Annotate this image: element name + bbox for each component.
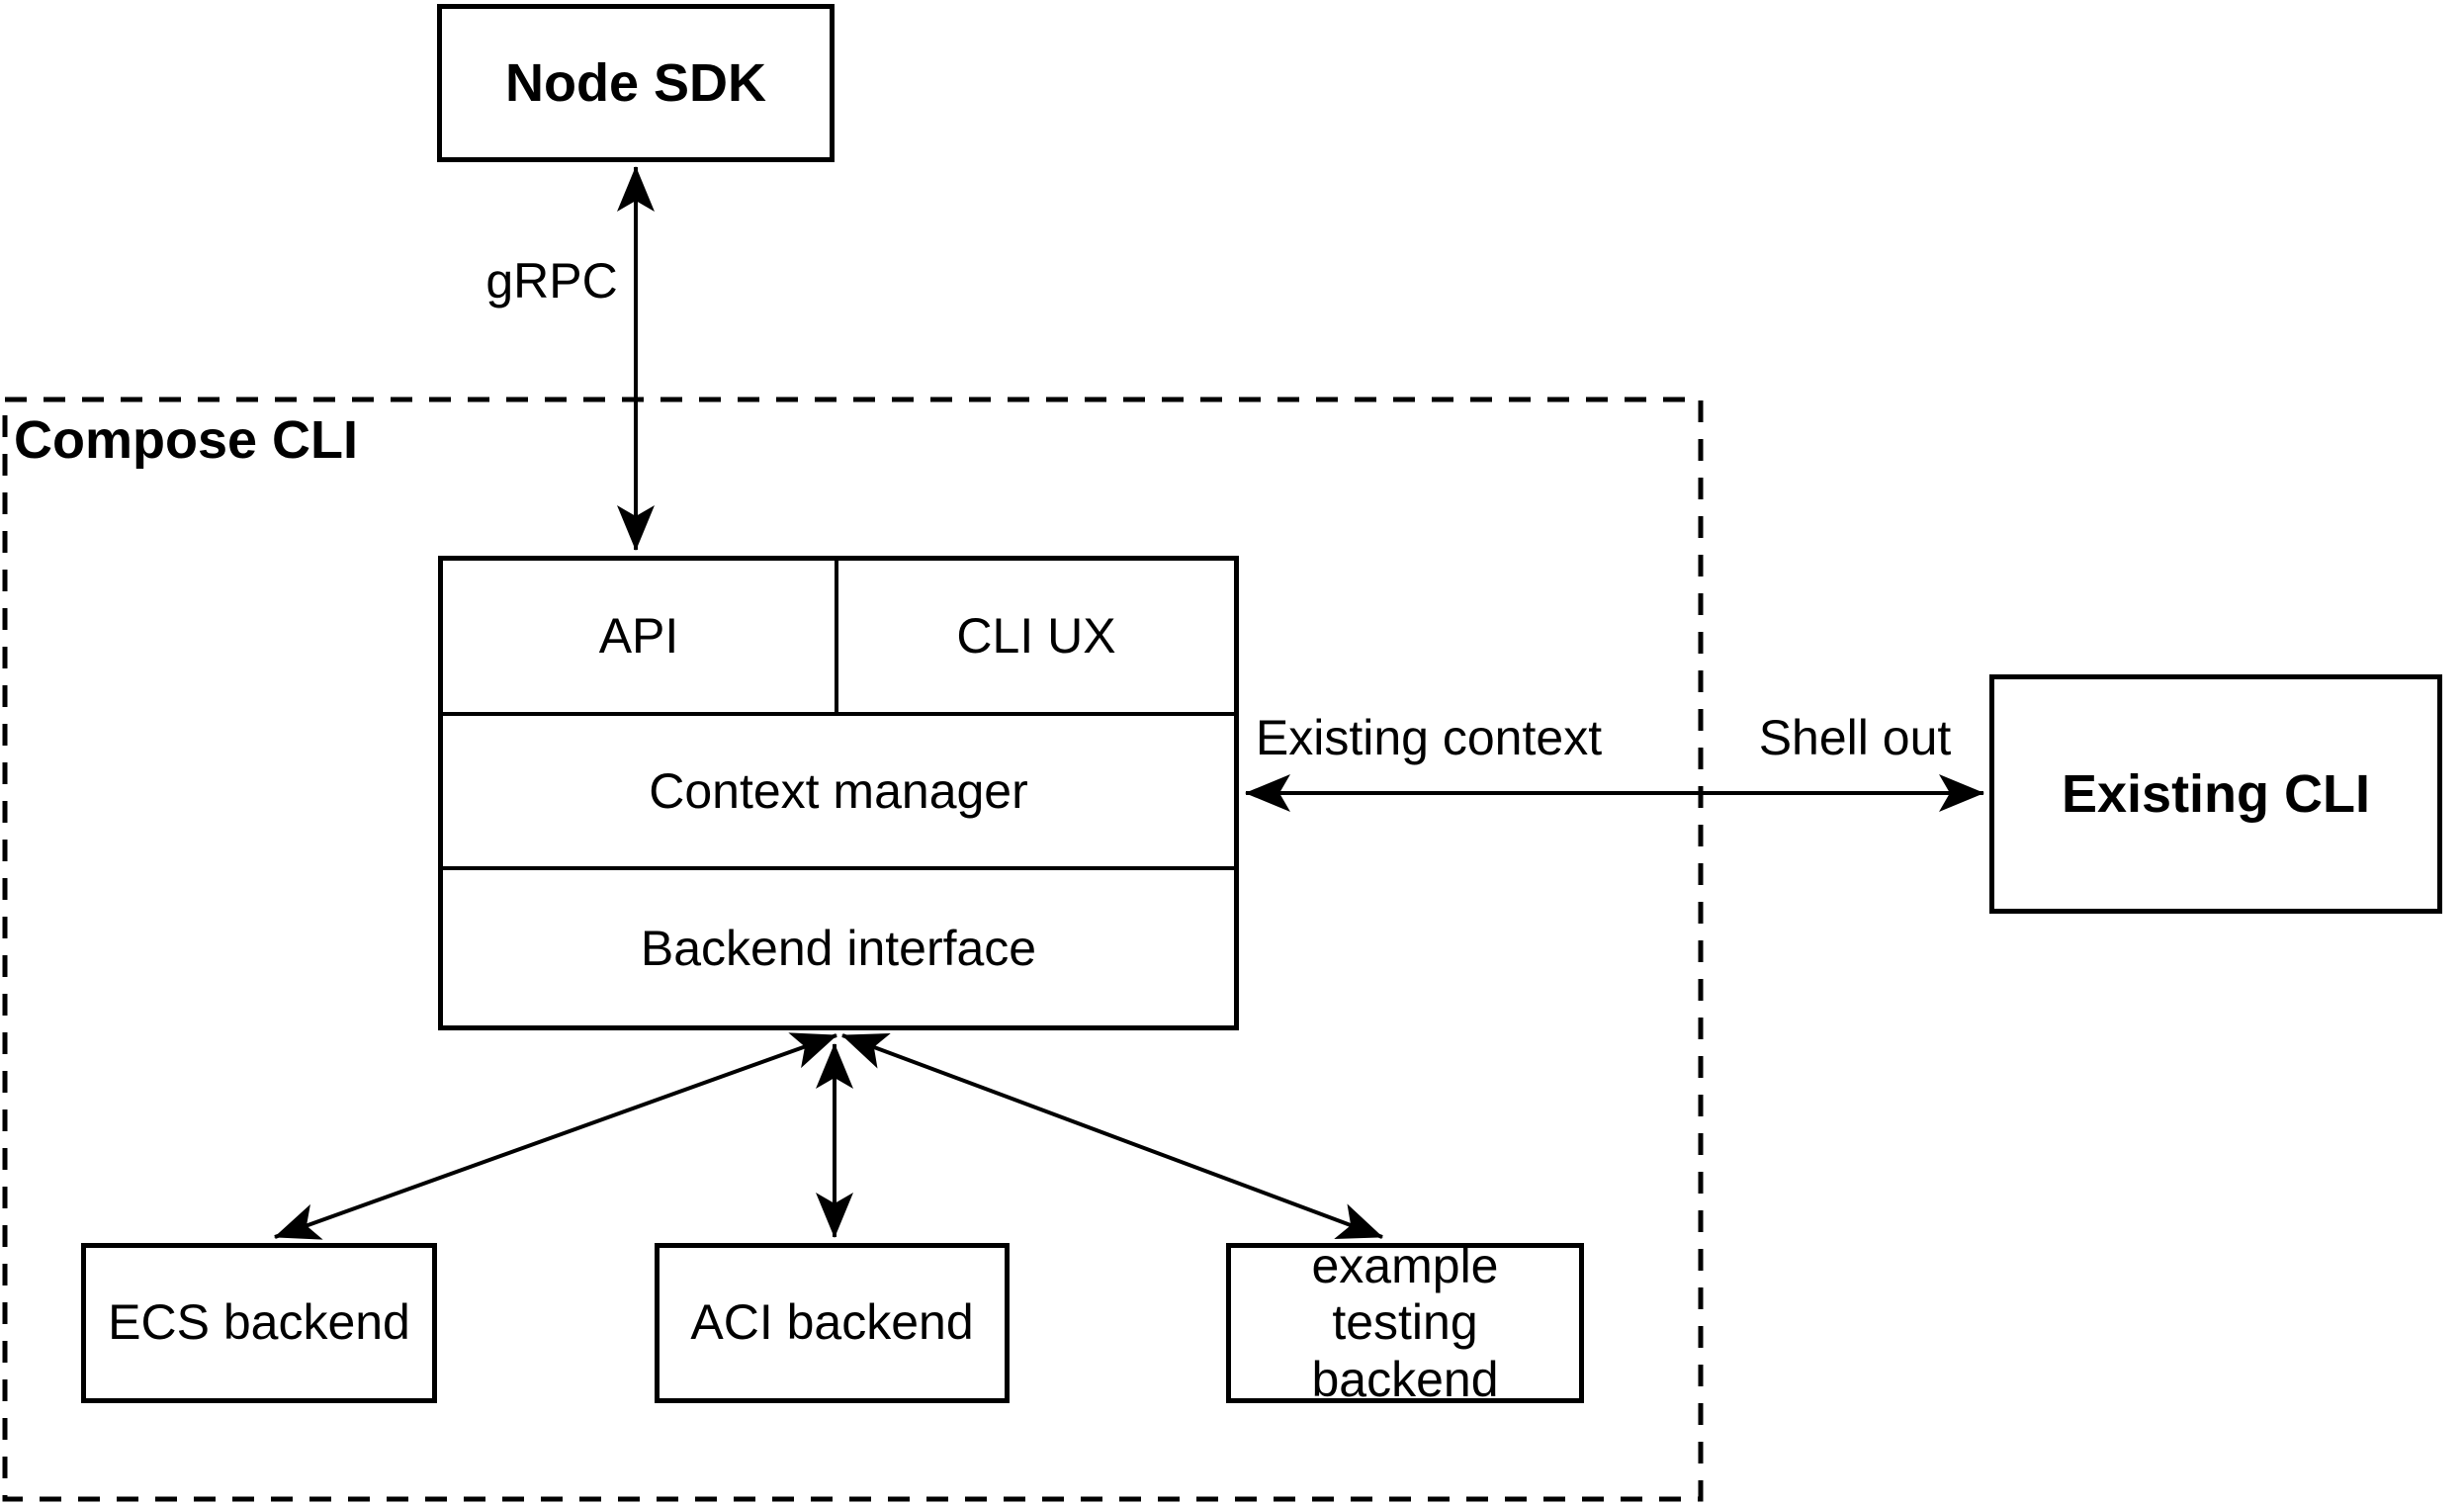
backend-interface-label: Backend interface — [640, 920, 1037, 976]
ecs-backend-box: ECS backend — [81, 1243, 437, 1403]
ecs-arrow-line — [274, 1032, 837, 1240]
api-cliux-row: API CLI UX — [443, 561, 1234, 716]
example-arrow-line — [841, 1032, 1383, 1240]
ecs-backend-label: ECS backend — [108, 1294, 410, 1351]
existing-cli-box: Existing CLI — [1989, 674, 2442, 914]
api-cell: API — [443, 561, 838, 712]
aci-backend-box: ACI backend — [655, 1243, 1010, 1403]
compose-cli-group-border — [2, 397, 1704, 1502]
compose-cli-core-box: API CLI UX Context manager Backend inter… — [438, 556, 1239, 1030]
shell-out-edge-label: Shell out — [1752, 709, 1958, 766]
example-testing-backend-label: example testing backend — [1311, 1237, 1499, 1407]
context-manager-cell: Context manager — [443, 716, 1234, 871]
cli-ux-label: CLI UX — [956, 608, 1116, 665]
cli-ux-cell: CLI UX — [838, 561, 1234, 712]
existing-cli-label: Existing CLI — [2061, 763, 2371, 824]
backend-interface-cell: Backend interface — [443, 870, 1234, 1025]
node-sdk-label: Node SDK — [504, 52, 766, 113]
node-sdk-box: Node SDK — [437, 4, 835, 162]
example-testing-backend-box: example testing backend — [1226, 1238, 1584, 1407]
context-manager-label: Context manager — [649, 762, 1028, 819]
existing-context-edge-label: Existing context — [1249, 709, 1609, 766]
api-label: API — [598, 608, 679, 665]
compose-cli-group-label: Compose CLI — [14, 410, 359, 470]
grpc-edge-label: gRPC — [480, 252, 624, 310]
aci-backend-label: ACI backend — [690, 1294, 974, 1351]
